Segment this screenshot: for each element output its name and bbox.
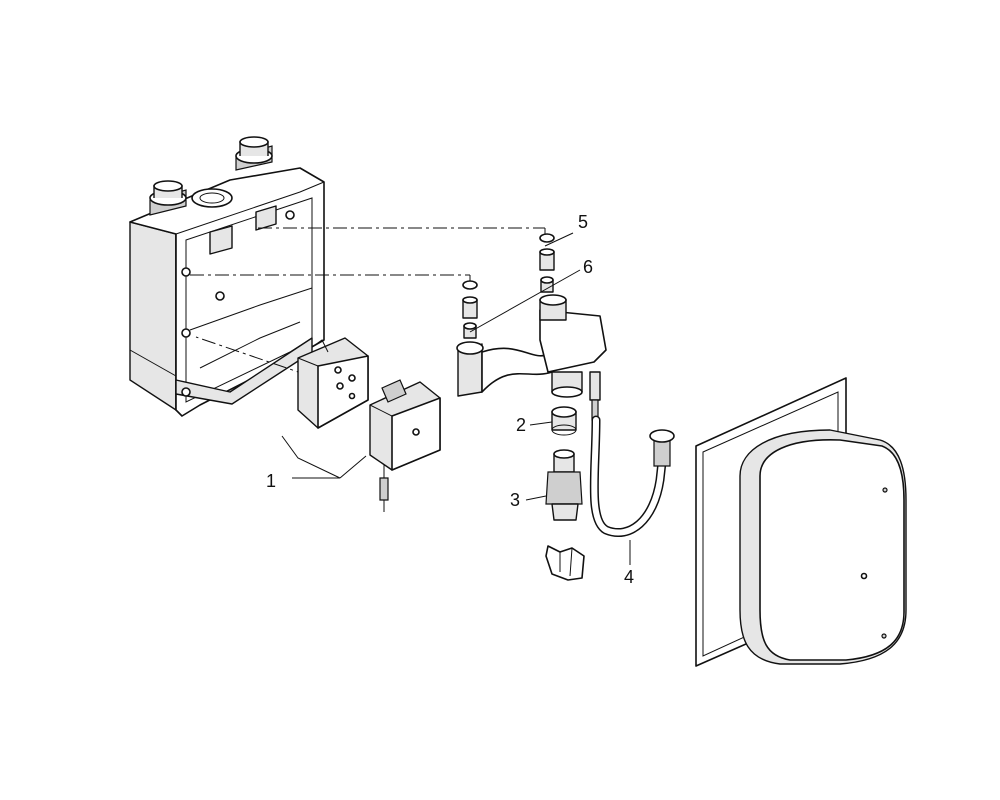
callout-2: 2 [516, 415, 526, 435]
cover-plate [695, 377, 907, 667]
callout-labels: 1 2 3 4 5 6 [266, 212, 634, 587]
flexible-hose [589, 415, 675, 537]
leader-lines [281, 232, 631, 565]
sleeve-ring [551, 406, 577, 436]
valve-body [456, 294, 607, 421]
retaining-clip [545, 545, 585, 581]
callout-4: 4 [624, 567, 634, 587]
filter-fittings [462, 233, 555, 339]
solenoid-cartridge [545, 449, 583, 521]
mounting-box [129, 136, 325, 417]
callout-6: 6 [583, 257, 593, 277]
callout-3: 3 [510, 490, 520, 510]
electronics-module [297, 337, 441, 512]
callout-1: 1 [266, 471, 276, 491]
callout-5: 5 [578, 212, 588, 232]
